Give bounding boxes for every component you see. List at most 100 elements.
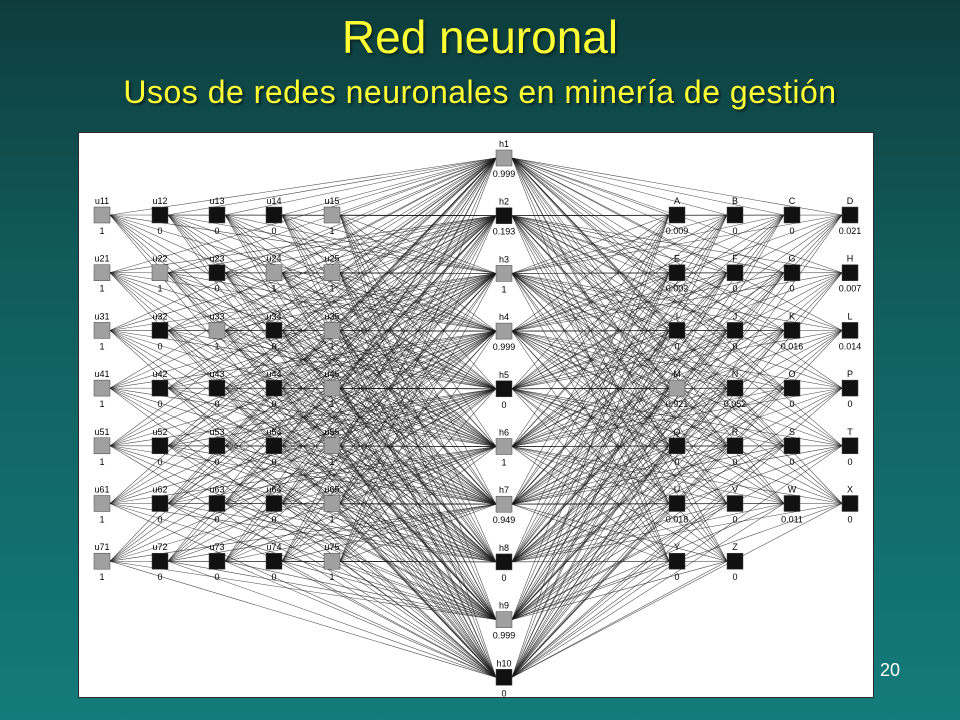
edge-h3-D — [511, 214, 843, 274]
node-square — [783, 437, 801, 455]
output-node-z: Z0 — [726, 542, 744, 582]
node-label: F — [732, 254, 738, 264]
node-value: 0 — [501, 573, 506, 583]
node-square — [841, 206, 859, 224]
edge-u33-h1 — [224, 157, 497, 331]
node-label: u45 — [324, 369, 339, 379]
edge-h10-R — [511, 445, 728, 678]
edge-u75-h7 — [339, 503, 497, 562]
output-node-h: H0.007 — [839, 254, 862, 294]
edge-h10-H — [511, 272, 843, 678]
edge-u74-h9 — [281, 560, 497, 620]
edge-u44-h1 — [281, 157, 497, 389]
node-value: 0 — [674, 572, 679, 582]
edge-h5-B — [511, 214, 728, 390]
edge-u75-h8 — [339, 560, 497, 563]
edge-h10-E — [511, 272, 670, 678]
hidden-node-h9: h90.999 — [493, 601, 516, 641]
edge-u74-h5 — [281, 388, 497, 562]
node-square — [495, 380, 513, 398]
node-square — [323, 495, 341, 512]
edge-h5-A — [511, 214, 670, 389]
node-square — [265, 206, 283, 224]
edge-u74-h10 — [281, 560, 497, 678]
edge-h3-B — [511, 214, 728, 274]
node-square — [841, 379, 859, 397]
edge-u15-h1 — [339, 157, 497, 216]
node-square — [265, 495, 283, 512]
edge-h7-C — [511, 214, 785, 505]
edge-u64-h1 — [281, 157, 497, 504]
node-label: T — [847, 427, 853, 437]
node-square — [841, 264, 859, 281]
node-value: 1 — [329, 284, 334, 294]
node-label: U — [674, 485, 681, 495]
node-square — [151, 379, 169, 397]
node-label: u35 — [324, 311, 339, 321]
node-label: h2 — [499, 197, 509, 207]
node-label: A — [674, 196, 680, 206]
node-square — [93, 552, 111, 570]
node-value: 0 — [157, 226, 162, 236]
node-value: 0.921 — [666, 399, 689, 409]
node-square — [93, 437, 111, 455]
node-label: Q — [673, 427, 680, 437]
node-square — [841, 437, 859, 455]
node-label: K — [789, 311, 795, 321]
node-square — [208, 495, 226, 512]
output-node-s: S0 — [783, 427, 801, 467]
node-label: h10 — [496, 658, 511, 668]
edge-h1-A — [511, 157, 670, 216]
node-value: 0 — [157, 515, 162, 525]
edge-u24-h1 — [281, 157, 497, 273]
output-node-x: X0 — [841, 485, 859, 525]
edge-u11-h1 — [109, 157, 497, 216]
node-value: 1 — [99, 572, 104, 582]
edge-u14-h1 — [281, 157, 497, 216]
output-node-a: A 0.009 — [666, 196, 689, 236]
edge-u21-h1 — [109, 157, 497, 273]
edge-u72-h9 — [167, 560, 497, 620]
node-label: u54 — [266, 427, 281, 437]
node-square — [323, 379, 341, 397]
edge-h10-P — [511, 387, 843, 678]
node-label: O — [788, 369, 795, 379]
node-value: 0 — [157, 399, 162, 409]
edge-u71-h1 — [109, 157, 497, 562]
hidden-node-h4: h40.999 — [493, 312, 516, 352]
hidden-node-h5: h50 — [495, 370, 513, 410]
node-label: u24 — [266, 254, 281, 264]
node-value: 0 — [789, 399, 794, 409]
node-square — [265, 264, 283, 281]
output-node-j: J0 — [726, 311, 744, 351]
edge-h5-D — [511, 214, 843, 390]
node-value: 0 — [157, 341, 162, 351]
node-value: 0 — [271, 399, 276, 409]
node-value: 0 — [214, 457, 219, 467]
node-square — [495, 553, 513, 571]
node-value: 0 — [789, 284, 794, 294]
node-label: u22 — [152, 254, 167, 264]
node-square — [783, 495, 801, 512]
node-label: u34 — [266, 311, 281, 321]
node-label: B — [732, 196, 738, 206]
node-value: 0 — [271, 226, 276, 236]
node-square — [668, 379, 686, 397]
hidden-node-h3: h31 — [495, 254, 513, 294]
node-square — [151, 552, 169, 570]
node-value: 0.009 — [666, 226, 689, 236]
node-label: P — [847, 369, 853, 379]
node-square — [265, 379, 283, 397]
node-value: 0 — [157, 572, 162, 582]
node-label: u42 — [152, 369, 167, 379]
edge-u73-h3 — [224, 273, 497, 562]
